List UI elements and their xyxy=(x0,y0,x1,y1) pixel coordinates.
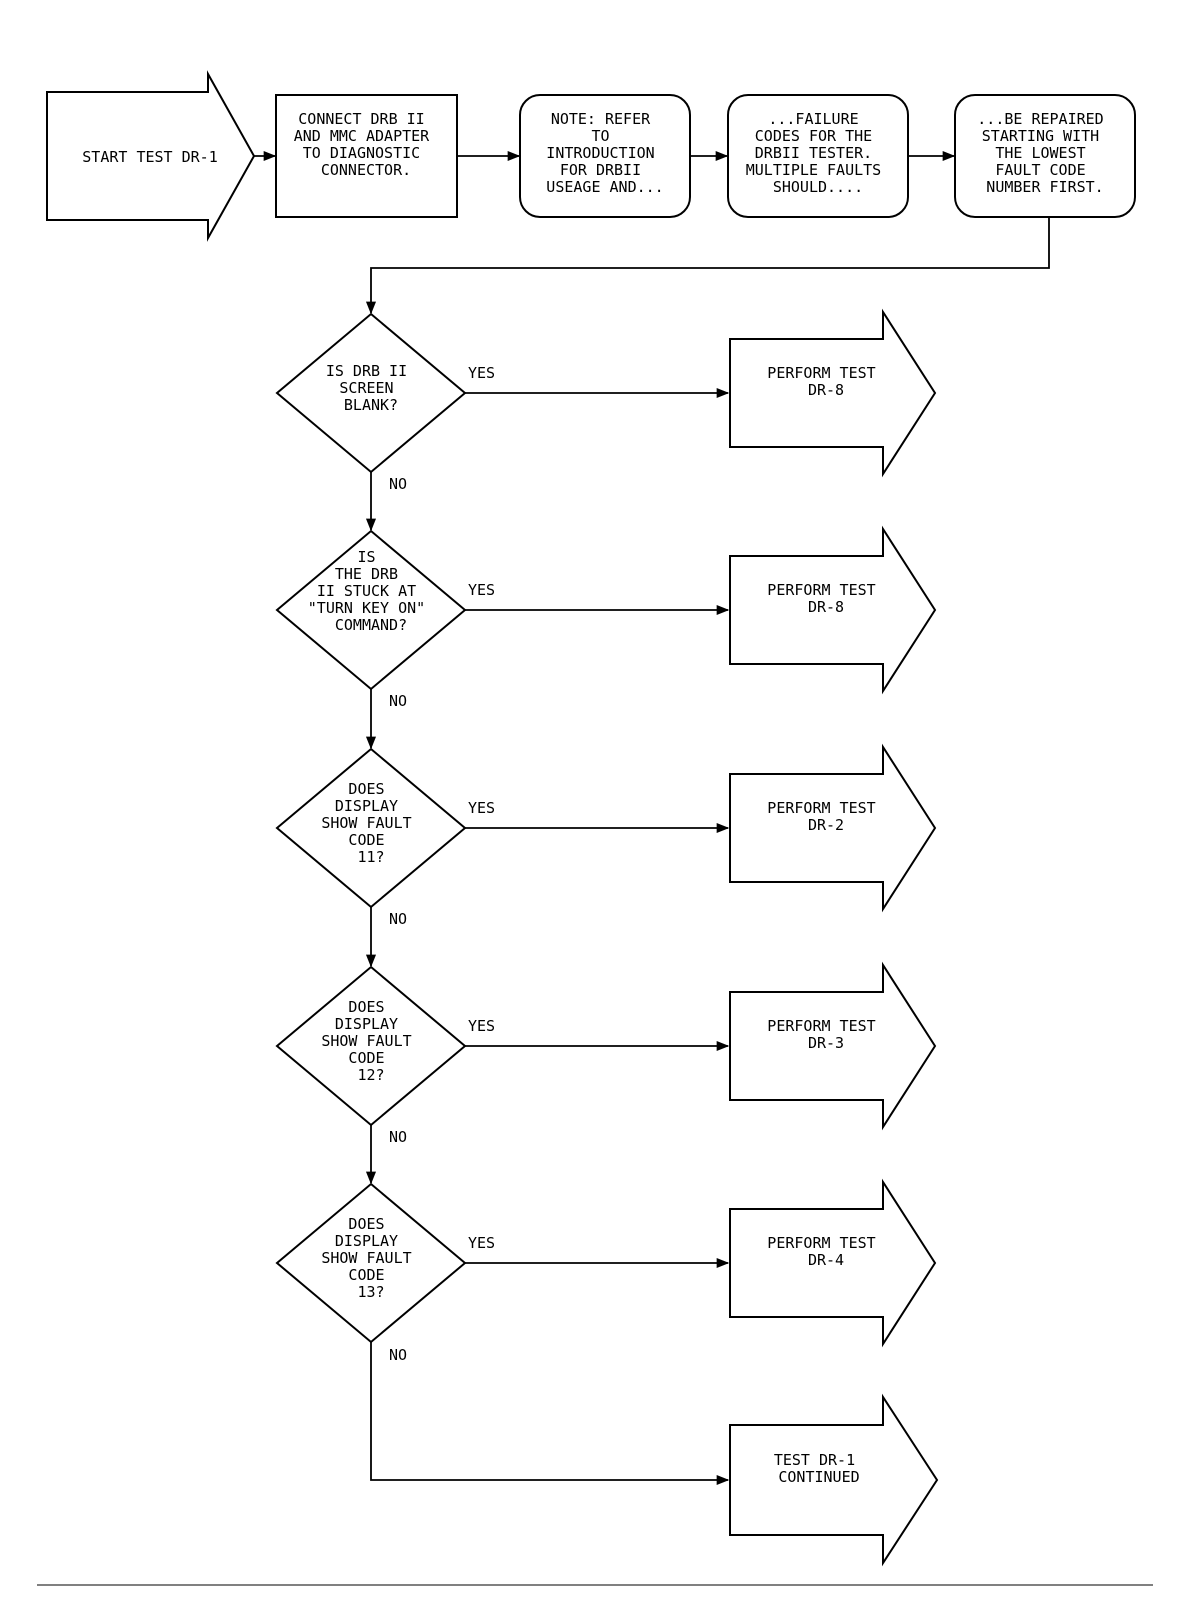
note-box-1-text: NOTE: REFER TO INTRODUCTION FOR DRBII US… xyxy=(546,110,663,196)
decision-screen-blank-text: IS DRB II SCREEN BLANK? xyxy=(326,362,416,414)
action-arrow-4: PERFORM TEST DR-3 xyxy=(729,961,937,1131)
note-box-3-text: ...BE REPAIRED STARTING WITH THE LOWEST … xyxy=(977,110,1112,196)
decision-fault-code-12-text: DOES DISPLAY SHOW FAULT CODE 12? xyxy=(321,998,420,1084)
yes-label-3: YES xyxy=(468,799,495,817)
action-arrow-2-text: PERFORM TEST DR-8 xyxy=(767,581,884,616)
decision-fault-code-11: DOES DISPLAY SHOW FAULT CODE 11? xyxy=(275,747,467,909)
note-box-1: NOTE: REFER TO INTRODUCTION FOR DRBII US… xyxy=(519,94,691,218)
decision-fault-code-11-text: DOES DISPLAY SHOW FAULT CODE 11? xyxy=(321,780,420,866)
decision-fault-code-13-text: DOES DISPLAY SHOW FAULT CODE 13? xyxy=(321,1215,420,1301)
start-test-arrow: START TEST DR-1 xyxy=(46,70,256,242)
no-label-2: NO xyxy=(389,692,407,710)
no-connector-5 xyxy=(370,1342,730,1486)
yes-label-5: YES xyxy=(468,1234,495,1252)
note-box-2-text: ...FAILURE CODES FOR THE DRBII TESTER. M… xyxy=(746,110,891,196)
action-arrow-2: PERFORM TEST DR-8 xyxy=(729,525,937,695)
yes-label-4: YES xyxy=(468,1017,495,1035)
decision-fault-code-13: DOES DISPLAY SHOW FAULT CODE 13? xyxy=(275,1182,467,1344)
note-box-3: ...BE REPAIRED STARTING WITH THE LOWEST … xyxy=(954,94,1136,218)
decision-screen-blank: IS DRB II SCREEN BLANK? xyxy=(275,312,467,474)
start-test-label: START TEST DR-1 xyxy=(82,148,217,166)
action-arrow-5: PERFORM TEST DR-4 xyxy=(729,1178,937,1348)
yes-label-2: YES xyxy=(468,581,495,599)
action-arrow-5-text: PERFORM TEST DR-4 xyxy=(767,1234,884,1269)
no-label-1: NO xyxy=(389,475,407,493)
continued-arrow: TEST DR-1 CONTINUED xyxy=(729,1393,939,1567)
continued-arrow-text: TEST DR-1 CONTINUED xyxy=(774,1451,864,1486)
connect-drb-text: CONNECT DRB II AND MMC ADAPTER TO DIAGNO… xyxy=(294,110,439,179)
connect-drb-box: CONNECT DRB II AND MMC ADAPTER TO DIAGNO… xyxy=(275,94,458,218)
no-label-4: NO xyxy=(389,1128,407,1146)
yes-label-1: YES xyxy=(468,364,495,382)
decision-fault-code-12: DOES DISPLAY SHOW FAULT CODE 12? xyxy=(275,965,467,1127)
decision-stuck-turn-key-text: IS THE DRB II STUCK AT "TURN KEY ON" COM… xyxy=(308,548,434,634)
action-arrow-3-text: PERFORM TEST DR-2 xyxy=(767,799,884,834)
action-arrow-4-text: PERFORM TEST DR-3 xyxy=(767,1017,884,1052)
connector-top-to-decision-1 xyxy=(365,217,1050,315)
no-label-3: NO xyxy=(389,910,407,928)
action-arrow-1: PERFORM TEST DR-8 xyxy=(729,308,937,478)
no-label-5: NO xyxy=(389,1346,407,1364)
decision-stuck-turn-key: IS THE DRB II STUCK AT "TURN KEY ON" COM… xyxy=(275,529,467,691)
action-arrow-1-text: PERFORM TEST DR-8 xyxy=(767,364,884,399)
note-box-2: ...FAILURE CODES FOR THE DRBII TESTER. M… xyxy=(727,94,909,218)
action-arrow-3: PERFORM TEST DR-2 xyxy=(729,743,937,913)
